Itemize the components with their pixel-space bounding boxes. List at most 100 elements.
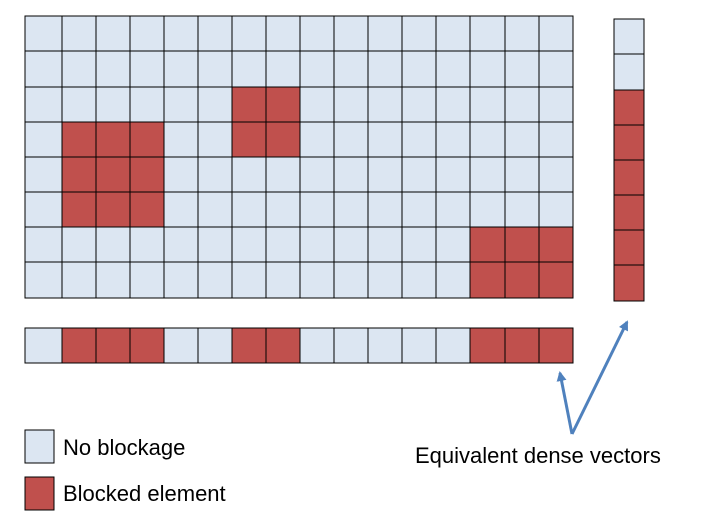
free-cell bbox=[24, 191, 63, 228]
free-cell bbox=[299, 226, 335, 263]
column-vector-blocked-cell bbox=[265, 327, 301, 364]
free-cell bbox=[299, 50, 335, 88]
row-vector-blocked-cell bbox=[613, 124, 645, 161]
free-cell bbox=[538, 121, 574, 158]
blocked-cell bbox=[129, 156, 165, 193]
free-cell bbox=[538, 191, 574, 228]
free-cell bbox=[538, 156, 574, 193]
free-cell bbox=[129, 15, 165, 52]
free-cell bbox=[24, 121, 63, 158]
annotation-arrows bbox=[556, 320, 629, 435]
free-cell bbox=[504, 191, 540, 228]
blocked-cell bbox=[538, 226, 574, 263]
free-cell bbox=[401, 86, 437, 123]
column-vector-blocked-cell bbox=[95, 327, 131, 364]
blocked-cell bbox=[504, 261, 540, 299]
free-cell bbox=[129, 86, 165, 123]
free-cell bbox=[401, 121, 437, 158]
free-cell bbox=[95, 50, 131, 88]
free-cell bbox=[265, 261, 301, 299]
free-cell bbox=[95, 15, 131, 52]
column-vector-free-cell bbox=[401, 327, 437, 364]
free-cell bbox=[435, 261, 471, 299]
free-cell bbox=[299, 156, 335, 193]
free-cell bbox=[163, 121, 199, 158]
free-cell bbox=[265, 191, 301, 228]
arrow-to-row-vector bbox=[556, 371, 574, 435]
free-cell bbox=[367, 121, 403, 158]
column-vector-blocked-cell bbox=[469, 327, 506, 364]
free-cell bbox=[231, 156, 267, 193]
free-cell bbox=[333, 86, 369, 123]
legend-free-label: No blockage bbox=[63, 435, 186, 460]
free-cell bbox=[469, 50, 506, 88]
free-cell bbox=[197, 191, 233, 228]
free-cell bbox=[163, 15, 199, 52]
blocked-cell bbox=[538, 261, 574, 299]
free-cell bbox=[367, 50, 403, 88]
free-cell bbox=[163, 226, 199, 263]
column-vector-blocked-cell bbox=[129, 327, 165, 364]
column-vector-free-cell bbox=[197, 327, 233, 364]
arrow-to-column-vector bbox=[570, 320, 629, 435]
legend-free-swatch bbox=[24, 429, 55, 464]
free-cell bbox=[469, 191, 506, 228]
blocked-cell bbox=[469, 261, 506, 299]
free-cell bbox=[265, 226, 301, 263]
blocked-cell bbox=[61, 121, 97, 158]
annotation-label: Equivalent dense vectors bbox=[415, 443, 661, 468]
free-cell bbox=[367, 86, 403, 123]
legend-blocked-swatch bbox=[24, 476, 55, 511]
row-vector-free-cell bbox=[613, 53, 645, 91]
row-vector-blocked-cell bbox=[613, 194, 645, 231]
free-cell bbox=[469, 86, 506, 123]
free-cell bbox=[265, 50, 301, 88]
blocked-cell bbox=[95, 156, 131, 193]
legend bbox=[24, 429, 55, 511]
free-cell bbox=[231, 226, 267, 263]
free-cell bbox=[435, 226, 471, 263]
blocked-cell bbox=[469, 226, 506, 263]
column-vector-free-cell bbox=[24, 327, 63, 364]
free-cell bbox=[231, 50, 267, 88]
blocked-cell bbox=[231, 86, 267, 123]
free-cell bbox=[197, 15, 233, 52]
legend-blocked-label: Blocked element bbox=[63, 481, 226, 506]
blocked-cell bbox=[95, 121, 131, 158]
blockage-matrix bbox=[24, 15, 574, 299]
free-cell bbox=[504, 156, 540, 193]
free-cell bbox=[24, 226, 63, 263]
free-cell bbox=[435, 191, 471, 228]
free-cell bbox=[469, 15, 506, 52]
free-cell bbox=[24, 156, 63, 193]
free-cell bbox=[197, 226, 233, 263]
free-cell bbox=[95, 261, 131, 299]
free-cell bbox=[265, 156, 301, 193]
free-cell bbox=[367, 261, 403, 299]
column-vector-free-cell bbox=[333, 327, 369, 364]
row-vector-blocked-cell bbox=[613, 159, 645, 196]
free-cell bbox=[61, 86, 97, 123]
row-dense-vector bbox=[24, 327, 574, 364]
free-cell bbox=[367, 15, 403, 52]
free-cell bbox=[231, 191, 267, 228]
free-cell bbox=[299, 86, 335, 123]
free-cell bbox=[469, 156, 506, 193]
free-cell bbox=[163, 261, 199, 299]
free-cell bbox=[401, 261, 437, 299]
free-cell bbox=[299, 261, 335, 299]
blocked-cell bbox=[95, 191, 131, 228]
free-cell bbox=[24, 86, 63, 123]
free-cell bbox=[24, 50, 63, 88]
free-cell bbox=[504, 50, 540, 88]
free-cell bbox=[367, 156, 403, 193]
free-cell bbox=[333, 156, 369, 193]
free-cell bbox=[163, 191, 199, 228]
free-cell bbox=[61, 226, 97, 263]
free-cell bbox=[95, 226, 131, 263]
free-cell bbox=[367, 191, 403, 228]
free-cell bbox=[265, 15, 301, 52]
blocked-cell bbox=[129, 121, 165, 158]
free-cell bbox=[129, 261, 165, 299]
column-vector-free-cell bbox=[435, 327, 471, 364]
